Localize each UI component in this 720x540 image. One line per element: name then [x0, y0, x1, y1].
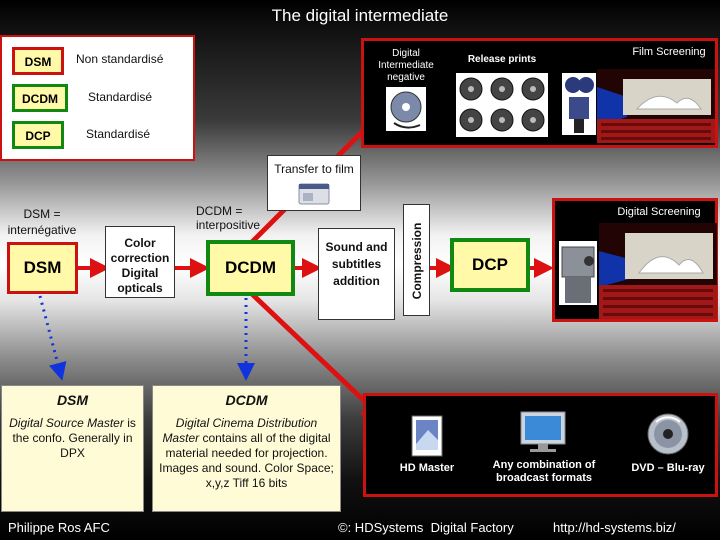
digital-screening-label: Digital Screening	[617, 206, 701, 218]
cinema-screen-icon	[597, 79, 715, 143]
dsm-note-description: is the confo. Generally in DPX	[12, 416, 136, 460]
legend-dsm-tag: DSM	[12, 47, 64, 75]
broadcast-formats-label: Any combination of broadcast formats	[492, 459, 596, 484]
dvd-bluray-label: DVD – Blu-ray	[631, 462, 705, 474]
dsm-note-text: Digital Source Master is the confo. Gene…	[2, 416, 143, 461]
footer-copyright: ©: HDSystems Digital Factory	[338, 520, 514, 535]
dcdm-note-title: DCDM	[225, 392, 268, 408]
film-projector-icon	[562, 73, 596, 135]
hd-master-label: HD Master	[399, 462, 455, 474]
film-screening-label: Film Screening	[632, 46, 706, 58]
dsm-note: DSM Digital Source Master is the confo. …	[1, 385, 144, 512]
footer: Philippe Ros AFC ©: HDSystems Digital Fa…	[0, 516, 720, 540]
home-video-panel: HD Master Any combination of broadcast f…	[363, 393, 718, 497]
footer-author: Philippe Ros AFC	[8, 520, 110, 535]
footer-url[interactable]: http://hd-systems.biz/	[553, 520, 676, 535]
dcdm-note: DCDM Digital Cinema Distribution Master …	[152, 385, 341, 512]
color-correction-box: Color correction Digital opticals	[105, 226, 175, 298]
digital-screening-panel: Digital Screening	[552, 198, 718, 322]
dcp-box: DCP	[450, 238, 530, 292]
dcdm-note-text: Digital Cinema Distribution Master conta…	[153, 416, 340, 491]
sound-subtitles-box: Sound and subtitles addition	[318, 228, 395, 320]
compression-box: Compression	[403, 204, 430, 316]
digital-screening-image	[599, 223, 717, 319]
film-recorder-icon	[298, 183, 330, 205]
transfer-to-film-label: Transfer to film	[274, 162, 354, 176]
dsm-note-title: DSM	[56, 392, 89, 408]
cinema-screen-icon	[599, 233, 717, 319]
arrow-dcdm-to-bottom	[250, 292, 388, 423]
release-prints-reels-icon	[456, 73, 548, 137]
film-output-panel: Digital Intermediate negative Release pr…	[361, 38, 718, 148]
transfer-to-film-box: Transfer to film	[267, 155, 361, 211]
digital-projector-icon	[559, 241, 597, 305]
legend-dsm-text: Non standardisé	[76, 52, 164, 66]
dsm-note-term: Digital Source Master	[9, 416, 124, 430]
dsm-box: DSM	[7, 242, 78, 294]
dcdm-note-description: contains all of the digital material nee…	[159, 431, 334, 490]
dcdm-box: DCDM	[206, 240, 295, 296]
film-reel-icon	[386, 87, 426, 131]
dsm-caption: DSM = internégative	[7, 207, 77, 237]
release-prints-label: Release prints	[467, 54, 537, 65]
film-screening-image	[597, 69, 715, 143]
television-icon	[520, 411, 566, 452]
legend-dcdm-text: Standardisé	[88, 90, 153, 104]
legend: DSM Non standardisé DCDM Standardisé DCP…	[0, 35, 195, 161]
compression-label: Compression	[410, 222, 424, 300]
dcdm-note-term: Digital Cinema Distribution Master	[162, 416, 318, 445]
arrow-dsm-to-note	[38, 295, 67, 381]
hd-master-tape-icon	[411, 415, 443, 457]
di-negative-label: Digital Intermediate negative	[378, 48, 434, 83]
legend-dcp-tag: DCP	[12, 121, 64, 149]
disc-icon	[647, 413, 689, 455]
legend-dcp-text: Standardisé	[86, 127, 151, 141]
legend-dcdm-tag: DCDM	[12, 84, 68, 112]
slide-title: The digital intermediate	[271, 6, 449, 25]
dcdm-caption: DCDM = interpositive	[196, 204, 261, 232]
